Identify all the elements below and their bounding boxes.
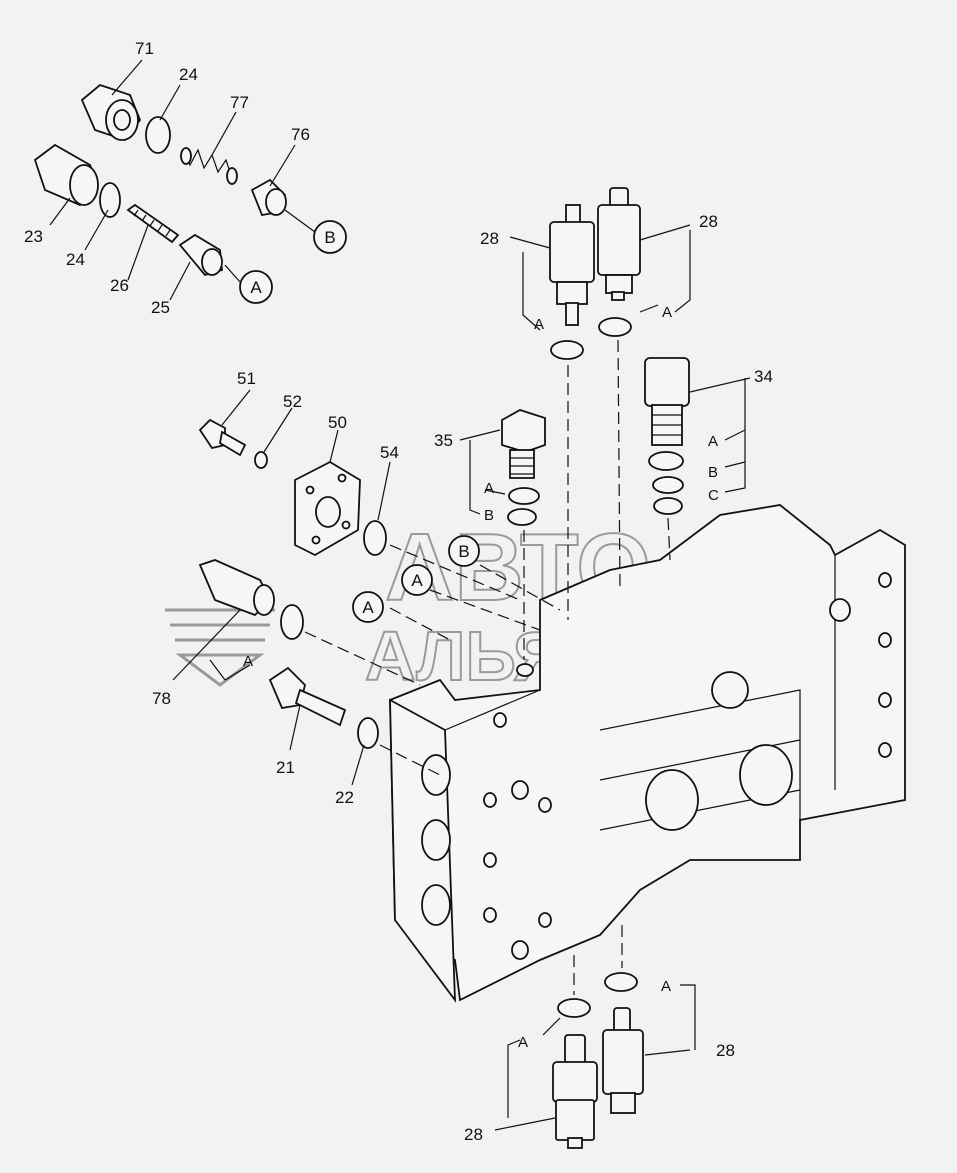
part-78-relief-valve xyxy=(198,559,275,617)
label-22: 22 xyxy=(335,788,354,807)
part-34-seal-b xyxy=(652,476,684,494)
alignment-lines xyxy=(304,339,671,995)
label-34: 34 xyxy=(754,367,773,386)
part-28-bottom-left-o-ring xyxy=(557,998,591,1018)
callout-b-mid: B xyxy=(458,542,469,561)
part-34-seal-c xyxy=(653,497,683,515)
part-24-o-ring-upper xyxy=(145,116,171,154)
part-71-plug xyxy=(80,83,142,142)
part-24-o-ring-lower xyxy=(99,182,121,218)
part-26-stem xyxy=(126,203,180,244)
part-28-top-left-cartridge xyxy=(549,204,595,326)
label-28-bottom-right: 28 xyxy=(716,1041,735,1060)
part-51-bolt xyxy=(198,418,247,457)
part-78-o-ring xyxy=(280,604,304,640)
part-28-bottom-right-cartridge xyxy=(602,1007,644,1114)
label-28-top-left: 28 xyxy=(480,229,499,248)
seal-letter-34-c: C xyxy=(708,487,719,504)
part-35-plug xyxy=(501,409,546,479)
part-35-seal-b xyxy=(507,508,537,526)
part-50-flange xyxy=(294,460,361,557)
part-22-washer xyxy=(357,717,379,749)
label-24-lower: 24 xyxy=(66,250,85,269)
label-51: 51 xyxy=(237,369,256,388)
label-25: 25 xyxy=(151,298,170,317)
part-28-bottom-left-cartridge xyxy=(552,1034,598,1149)
label-23: 23 xyxy=(24,227,43,246)
seal-letter-28-top-left-a: A xyxy=(534,316,544,333)
callout-b-top: B xyxy=(324,228,335,247)
label-28-bottom-left: 28 xyxy=(464,1125,483,1144)
part-28-bottom-right-o-ring xyxy=(604,972,638,992)
seal-letter-78-a: A xyxy=(243,653,253,670)
seal-letter-28-top-right-a: A xyxy=(662,304,672,321)
label-28-top-right: 28 xyxy=(699,212,718,231)
callout-a-mid1: A xyxy=(411,571,423,590)
label-77: 77 xyxy=(230,93,249,112)
part-23-cap xyxy=(33,143,100,207)
seal-letter-35-a: A xyxy=(484,480,494,497)
part-25-poppet xyxy=(178,233,223,277)
label-24-upper: 24 xyxy=(179,65,198,84)
label-71: 71 xyxy=(135,39,154,58)
part-21-bolt xyxy=(268,666,347,727)
seal-letter-28-bottom-left-a: A xyxy=(518,1034,528,1051)
label-35: 35 xyxy=(434,431,453,450)
label-78: 78 xyxy=(152,689,171,708)
callout-a-mid2: A xyxy=(362,598,374,617)
part-28-top-right-o-ring xyxy=(598,317,632,337)
label-21: 21 xyxy=(276,758,295,777)
part-34-seal-a xyxy=(648,451,684,471)
part-34-plug xyxy=(644,357,690,446)
seal-letter-34-b: B xyxy=(708,464,718,481)
part-35-seal-a xyxy=(508,487,540,505)
seal-letter-28-bottom-right-a: A xyxy=(661,978,671,995)
seal-letter-35-b: B xyxy=(484,507,494,524)
part-52-washer xyxy=(254,451,268,469)
part-76-sleeve xyxy=(250,178,287,217)
label-76: 76 xyxy=(291,125,310,144)
callout-a-top: A xyxy=(250,278,262,297)
callout-circles xyxy=(239,220,480,623)
part-28-top-left-o-ring xyxy=(550,340,584,360)
label-50: 50 xyxy=(328,413,347,432)
part-28-top-right-cartridge xyxy=(597,187,641,301)
label-54: 54 xyxy=(380,443,399,462)
part-77-spring xyxy=(180,147,238,185)
label-26: 26 xyxy=(110,276,129,295)
label-52: 52 xyxy=(283,392,302,411)
leader-lines xyxy=(49,59,751,1131)
part-54-o-ring xyxy=(363,520,387,556)
seal-letter-34-a: A xyxy=(708,433,718,450)
